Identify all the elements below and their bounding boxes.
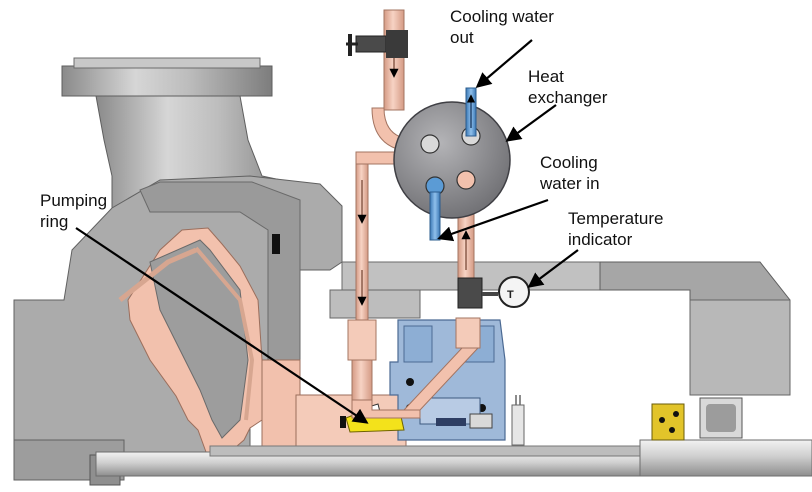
seal-flush-piping <box>347 9 481 419</box>
shaft <box>95 439 812 477</box>
label-cooling-water-in: Cooling water in <box>540 152 600 194</box>
label-line: water in <box>540 174 600 193</box>
label-line: Pumping <box>40 191 108 210</box>
label-pumping-ring: Pumping ring <box>40 190 107 232</box>
svg-text:T: T <box>507 289 514 301</box>
label-line: Heat <box>528 67 564 86</box>
bearing-assembly <box>651 397 743 441</box>
valve-handwheel-icon <box>346 30 408 58</box>
label-line: Cooling <box>540 153 598 172</box>
label-temperature-indicator: Temperature indicator <box>568 208 663 250</box>
temperature-gauge-icon: T <box>457 276 530 309</box>
label-line: Cooling water <box>450 7 554 26</box>
label-line: indicator <box>568 230 633 249</box>
label-cooling-water-out: Cooling water out <box>450 6 554 48</box>
label-line: ring <box>40 212 69 231</box>
label-line: exchanger <box>528 88 608 107</box>
label-heat-exchanger: Heat exchanger <box>528 66 607 108</box>
label-line: out <box>450 28 474 47</box>
callout-leaders <box>75 39 579 424</box>
heat-exchanger <box>393 87 511 241</box>
label-line: Temperature <box>568 209 664 228</box>
